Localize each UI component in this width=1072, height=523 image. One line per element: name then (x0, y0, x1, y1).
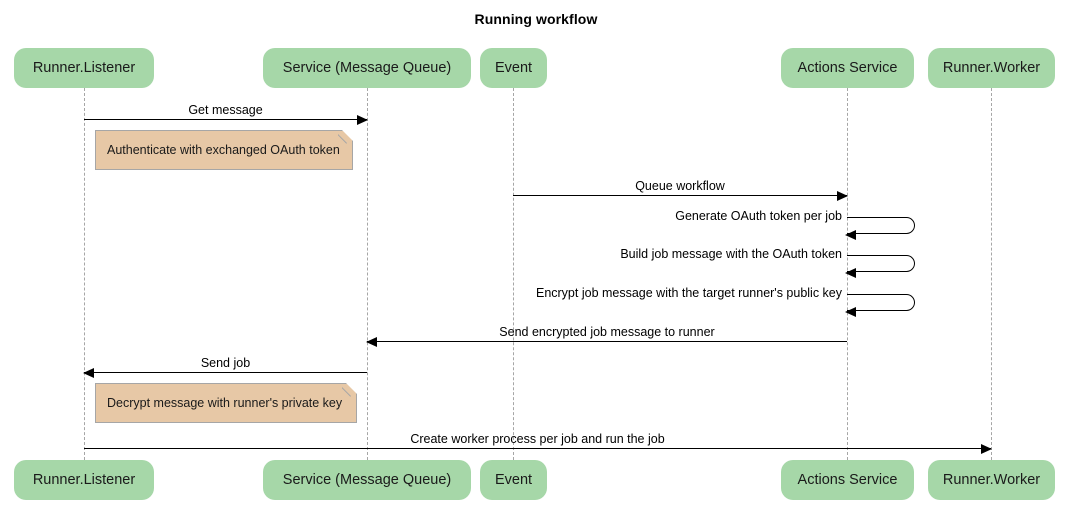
lifeline-runner-listener (84, 88, 85, 460)
lifeline-event (513, 88, 514, 460)
participant-service-message-queue-top[interactable]: Service (Message Queue) (263, 48, 471, 88)
message-label-send-job: Send job (200, 356, 251, 370)
message-arrow-create-worker-process (84, 443, 992, 454)
message-label-queue-workflow: Queue workflow (635, 179, 725, 193)
participant-runner-worker-bottom[interactable]: Runner.Worker (928, 460, 1055, 500)
lifeline-service-message-queue (367, 88, 368, 460)
participant-runner-listener-bottom[interactable]: Runner.Listener (14, 460, 154, 500)
participant-label: Event (494, 60, 533, 76)
self-message-label-build-job-message: Build job message with the OAuth token (620, 247, 842, 261)
lifeline-runner-worker (991, 88, 992, 460)
note-fold-edge-icon (342, 383, 357, 398)
note-authenticate-note: Authenticate with exchanged OAuth token (95, 130, 353, 170)
participant-actions-service-bottom[interactable]: Actions Service (781, 460, 914, 500)
arrowhead-left-icon (845, 307, 856, 318)
participant-label: Runner.Worker (942, 60, 1041, 76)
self-message-loop-encrypt-job-message (845, 294, 915, 318)
arrowhead-right-icon (981, 443, 992, 454)
arrowhead-left-icon (366, 336, 377, 347)
note-text: Decrypt message with runner's private ke… (107, 396, 343, 410)
participant-label: Actions Service (797, 60, 898, 76)
participant-label: Runner.Worker (942, 472, 1041, 488)
page-title: Running workflow (474, 11, 598, 27)
participant-actions-service-top[interactable]: Actions Service (781, 48, 914, 88)
note-text: Authenticate with exchanged OAuth token (107, 143, 340, 157)
participant-runner-worker-top[interactable]: Runner.Worker (928, 48, 1055, 88)
participant-label: Service (Message Queue) (282, 472, 452, 488)
message-arrow-get-message (84, 114, 368, 125)
participant-event-top[interactable]: Event (480, 48, 547, 88)
arrowhead-left-icon (83, 367, 94, 378)
participant-label: Event (494, 472, 533, 488)
message-label-send-encrypted-job-message: Send encrypted job message to runner (499, 325, 715, 339)
self-message-label-generate-oauth-token: Generate OAuth token per job (675, 209, 842, 223)
arrowhead-right-icon (837, 190, 848, 201)
arrowhead-right-icon (357, 114, 368, 125)
participant-runner-listener-top[interactable]: Runner.Listener (14, 48, 154, 88)
participant-label: Actions Service (797, 472, 898, 488)
note-decrypt-note: Decrypt message with runner's private ke… (95, 383, 357, 423)
note-fold-edge-icon (338, 130, 353, 145)
message-arrow-send-encrypted-job-message (366, 336, 847, 347)
message-arrow-queue-workflow (513, 190, 848, 201)
participant-label: Runner.Listener (32, 472, 136, 488)
participant-event-bottom[interactable]: Event (480, 460, 547, 500)
message-arrow-send-job (83, 367, 367, 378)
self-message-loop-generate-oauth-token (845, 217, 915, 241)
arrowhead-left-icon (845, 268, 856, 279)
self-message-label-encrypt-job-message: Encrypt job message with the target runn… (535, 286, 842, 300)
message-label-get-message: Get message (188, 103, 263, 117)
participant-service-message-queue-bottom[interactable]: Service (Message Queue) (263, 460, 471, 500)
self-message-loop-build-job-message (845, 255, 915, 279)
arrowhead-left-icon (845, 230, 856, 241)
message-label-create-worker-process: Create worker process per job and run th… (410, 432, 665, 446)
participant-label: Runner.Listener (32, 60, 136, 76)
participant-label: Service (Message Queue) (282, 60, 452, 76)
